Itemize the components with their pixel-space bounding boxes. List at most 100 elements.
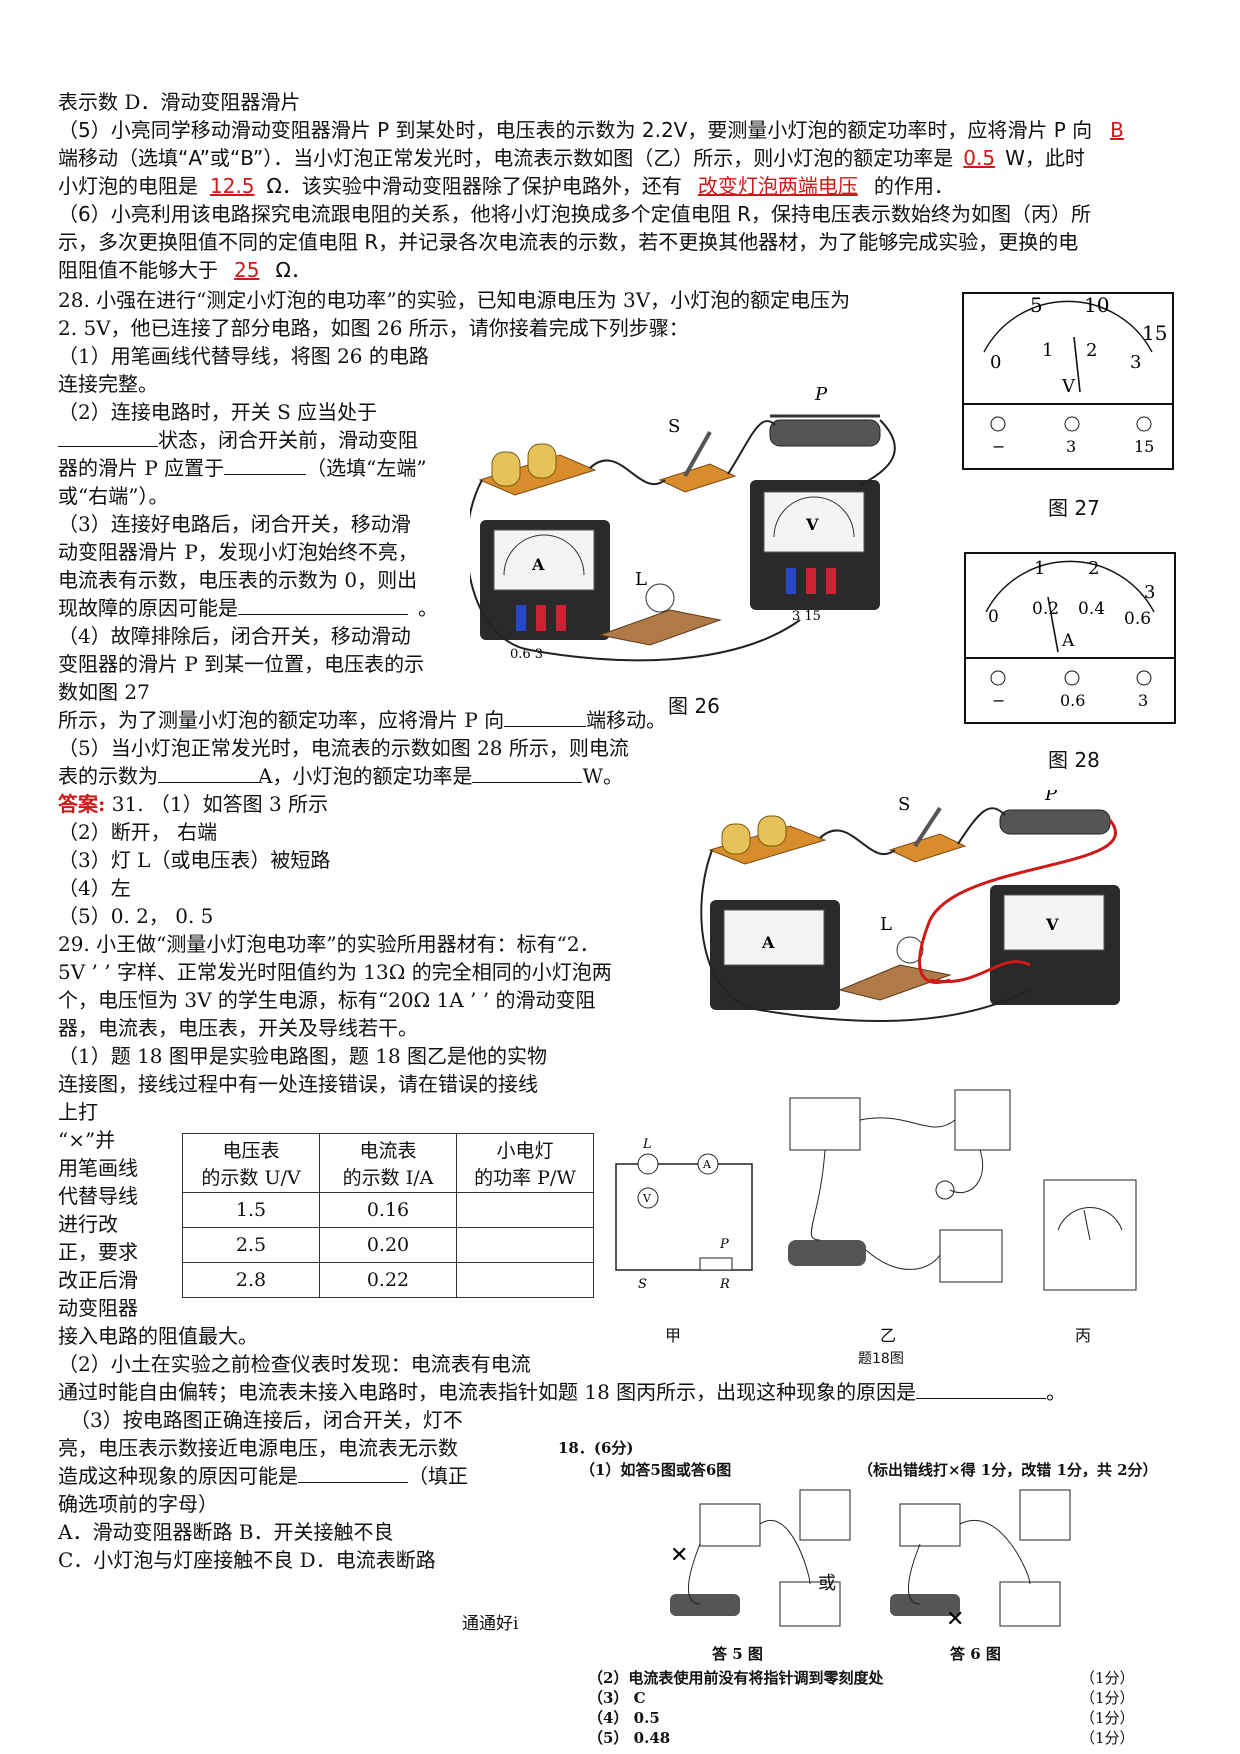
q27-line0: 表示数 D．滑动变阻器滑片 — [58, 90, 301, 114]
q27-answer-role: 改变灯泡两端电压 — [697, 174, 858, 198]
svg-text:A: A — [761, 933, 775, 952]
term-3: 3 — [1138, 691, 1148, 710]
q28-part4d: 所示，为了测量小灯泡的额定功率，应将滑片 P 向端移动。 — [58, 706, 667, 732]
q27-p5-text-e: Ω．该实验中滑动变阻器除了保护电路外，还有 — [266, 174, 682, 198]
figure-28-ammeter: 1 2 3 0 0.2 0.4 0.6 A − 0.6 3 — [964, 552, 1176, 724]
table-header: 电压表的示数 U/V — [182, 1133, 320, 1193]
q27-part6-line2: 示，多次更换阻值不同的定值电阻 R，并记录各次电流表的示数，若不更换其他器材，为… — [58, 230, 1079, 254]
label-l: L — [635, 569, 647, 590]
dial-top-3: 3 — [1144, 582, 1155, 603]
dial-bottom-2: 2 — [1086, 340, 1097, 361]
q28-answer-line1: 答案: 31. （1）如答图 3 所示 — [58, 792, 329, 816]
q27-p5-text-a: （5）小亮同学移动滑动变阻器滑片 P 到某处时，电压表的示数为 2.2V，要测量… — [58, 118, 1093, 142]
dial-bottom-0.4: 0.4 — [1078, 599, 1105, 619]
solution-score-4: （1分） — [1080, 1709, 1135, 1727]
q29-stem-line1: 29. 小王做“测量小灯泡电功率”的实验所用器材有：标有“2． — [58, 932, 600, 956]
q28-part4: （4）故障排除后，闭合开关，移动滑动 — [58, 624, 411, 648]
term-15: 15 — [1134, 437, 1154, 456]
label-l: L — [880, 914, 892, 935]
caption-fig18-a: 甲 — [665, 1326, 682, 1345]
svg-text:S: S — [638, 1277, 647, 1292]
q27-p6-text-d: Ω． — [275, 258, 311, 282]
caption-fig28: 图 28 — [1048, 748, 1100, 772]
svg-text:V: V — [642, 1192, 652, 1205]
figure-18-apparatus — [788, 1089, 1011, 1283]
q28-part2: （2）连接电路时，开关 S 应当处于 — [58, 400, 378, 424]
q28-part2c: 器的滑片 P 应置于（选填“左端” — [58, 454, 427, 480]
q28-answer-line4: （4）左 — [58, 876, 131, 900]
term-minus: − — [992, 437, 1005, 456]
label-p: P — [1044, 790, 1058, 805]
caption-fig18: 题18图 — [858, 1351, 904, 1367]
q28-part4c: 数如图 27 — [58, 680, 150, 704]
dial-top-1: 1 — [1034, 558, 1045, 579]
q29-part1c: 上打 — [58, 1100, 98, 1124]
q29-part1d: 接入电路的阻值最大。 — [58, 1324, 258, 1348]
caption-fig18-b: 乙 — [880, 1326, 897, 1345]
q27-p6-text-c: 阻阻值不能够大于 — [58, 258, 218, 282]
q27-p5-text-b: 端移动（选填“A”或“B”）．当小灯泡正常发光时，电流表示数如图（乙）所示，则小… — [58, 146, 954, 170]
q28-part3d: 现故障的原因可能是。 — [58, 594, 438, 620]
answer-label: 答案: — [58, 792, 106, 816]
q28-stem-line2: 2. 5V，他已连接了部分电路，如图 26 所示，请你接着完成下列步骤： — [58, 316, 689, 340]
term-0.6: 0.6 — [1060, 691, 1085, 710]
label-p: P — [814, 384, 828, 405]
figure-18-circuit-diagram: L V A P S R — [615, 1137, 753, 1292]
answer-blank[interactable] — [298, 1462, 408, 1483]
q29-stem-line4: 器，电流表，电压表，开关及导线若干。 — [58, 1016, 418, 1040]
answer-blank[interactable] — [504, 706, 587, 727]
dial-bottom-0: 0 — [988, 607, 999, 627]
answer-blank[interactable] — [158, 762, 258, 783]
q29-part3b: 亮，电压表示数接近电源电压，电流表无示数 — [58, 1436, 458, 1460]
dial-unit-v: V — [1061, 376, 1076, 397]
solution-score-5: （1分） — [1080, 1729, 1135, 1747]
q29-side-7: 动变阻器 — [58, 1296, 138, 1320]
q28-part5: （5）当小灯泡正常发光时，电流表的示数如图 28 所示，则电流 — [58, 736, 629, 760]
label-s: S — [898, 794, 910, 815]
figure-26-apparatus: S P A 0.6 3 L V 3 15 — [470, 384, 896, 662]
q29-side-2: 用笔画线 — [58, 1156, 138, 1180]
table-header-row: 电压表的示数 U/V 电流表的示数 I/A 小电灯的功率 P/W — [182, 1133, 594, 1193]
q29-stem-line2: 5V ’ ’ 字样、正常发光时阻值约为 13Ω 的完全相同的小灯泡两 — [58, 960, 612, 984]
solution-caption-6: 答 6 图 — [950, 1645, 1001, 1663]
answer-blank[interactable] — [238, 594, 408, 615]
svg-text:A: A — [702, 1158, 712, 1171]
q29-part2b: 通过时能自由偏转；电流表未接入电路时，电流表指针如题 18 图丙所示，出现这种现… — [58, 1378, 1067, 1404]
solution-item-5: （5） 0.48 — [588, 1729, 671, 1747]
svg-text:P: P — [719, 1237, 729, 1252]
q27-p5-text-f: 的作用． — [873, 174, 954, 198]
dial-bottom-0.2: 0.2 — [1032, 599, 1059, 619]
q28-answer-line5: （5）0. 2， 0. 5 — [58, 904, 214, 928]
q28-part4b: 变阻器的滑片 P 到某一位置，电压表的示 — [58, 652, 425, 676]
q27-p5-text-c: W，此时 — [1005, 146, 1085, 170]
answer-blank[interactable] — [472, 762, 583, 783]
caption-fig26: 图 26 — [668, 694, 720, 718]
answer-blank[interactable] — [916, 1378, 1047, 1399]
dial-bottom-1: 1 — [1042, 340, 1053, 361]
q29-side-1: “×”并 — [58, 1128, 116, 1152]
q27-p5-text-d: 小灯泡的电阻是 — [58, 174, 198, 198]
solution-figure-6: ✕ — [890, 1489, 1071, 1632]
dial-bottom-0: 0 — [990, 352, 1001, 373]
q29-part1: （1）题 18 图甲是实验电路图，题 18 图乙是他的实物 — [58, 1044, 548, 1068]
answer-blank[interactable] — [58, 426, 158, 447]
svg-text:✕: ✕ — [670, 1543, 688, 1568]
q29-option-ab: A．滑动变阻器断路 B．开关接触不良 — [58, 1520, 394, 1544]
q29-side-5: 正，要求 — [58, 1240, 138, 1264]
table-header: 电流表的示数 I/A — [319, 1133, 457, 1193]
q29-part2: （2）小土在实验之前检查仪表时发现：电流表有电流 — [58, 1352, 531, 1376]
q28-stem-line1: 28. 小强在进行“测定小灯泡的电功率”的实验，已知电源电压为 3V，小灯泡的额… — [58, 288, 851, 312]
answer-blank[interactable] — [224, 454, 307, 475]
solution-or: 或 — [818, 1573, 836, 1594]
q28-part3c: 电流表有示数，电压表的示数为 0，则出 — [58, 568, 418, 592]
svg-text:V: V — [805, 515, 819, 534]
solution-score-2: （1分） — [1080, 1669, 1135, 1687]
footer-text: 通通好i — [462, 1614, 519, 1634]
q28-part1: （1）用笔画线代替导线，将图 26 的电路 — [58, 344, 429, 368]
caption-fig27: 图 27 — [1048, 496, 1100, 520]
